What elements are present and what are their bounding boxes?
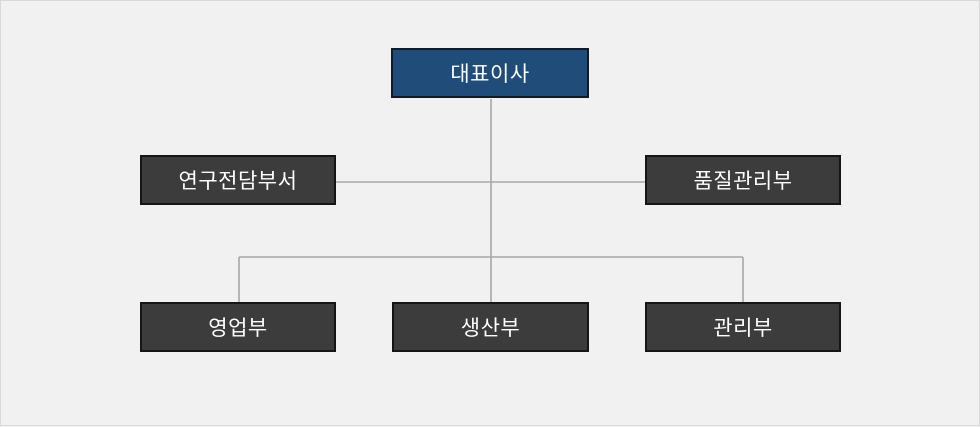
node-research-dept-label: 연구전담부서 bbox=[178, 169, 298, 193]
node-ceo: 대표이사 bbox=[391, 48, 589, 98]
node-research-dept: 연구전담부서 bbox=[140, 155, 336, 205]
node-management-dept: 관리부 bbox=[645, 302, 841, 352]
node-quality-dept-label: 품질관리부 bbox=[693, 169, 793, 193]
node-sales-dept: 영업부 bbox=[140, 302, 336, 352]
node-management-dept-label: 관리부 bbox=[713, 316, 773, 340]
node-sales-dept-label: 영업부 bbox=[208, 316, 268, 340]
node-production-dept-label: 생산부 bbox=[460, 316, 521, 340]
node-ceo-label: 대표이사 bbox=[450, 62, 530, 86]
node-quality-dept: 품질관리부 bbox=[645, 155, 841, 205]
node-production-dept: 생산부 bbox=[392, 302, 589, 352]
